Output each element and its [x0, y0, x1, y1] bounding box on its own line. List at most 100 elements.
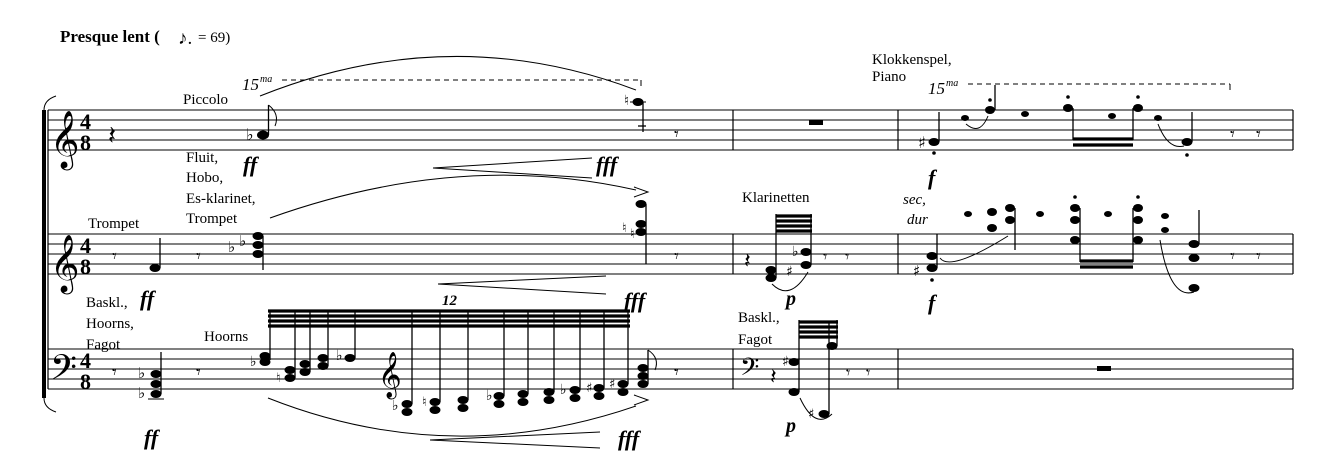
svg-text:♮: ♮: [422, 395, 427, 410]
note-group: [961, 85, 1193, 157]
label-fluit: Fluit,: [186, 150, 218, 166]
whole-rest: [809, 120, 823, 125]
crescendo-hairpin: [429, 431, 601, 449]
svg-text:4: 4: [80, 109, 91, 134]
dynamic-fff: fff: [624, 288, 648, 313]
eighth-rest-icon: 𝄾: [846, 363, 850, 382]
svg-text:♭: ♭: [560, 382, 567, 398]
dynamic-p: p: [784, 288, 796, 310]
slur: [259, 56, 637, 97]
chord: ♮ ♮: [622, 186, 650, 264]
dynamic-ff: ff: [140, 286, 157, 311]
svg-text:♭: ♭: [792, 244, 799, 260]
label-sec: sec,: [903, 192, 926, 208]
svg-text:8: 8: [80, 254, 91, 279]
staff-3: [48, 348, 1293, 390]
svg-text:♭: ♭: [138, 364, 145, 382]
label-fagot-2: Fagot: [738, 332, 773, 348]
octave-suffix: ma: [260, 74, 272, 85]
note-flag: [268, 104, 277, 127]
eighth-rest-icon: 𝄾: [674, 362, 679, 383]
note-head: [149, 264, 161, 272]
svg-text:♭: ♭: [392, 398, 399, 414]
eighth-rest-icon: 𝄾: [1230, 124, 1235, 145]
bass-clef-icon: 𝄢: [50, 347, 77, 396]
label-trompet-solo: Trompet: [88, 216, 140, 232]
label-esklarinet: Es-klarinet,: [186, 191, 256, 207]
svg-text:♭: ♭: [239, 232, 246, 250]
note-head: [257, 130, 269, 140]
eighth-rest-icon: 𝄾: [674, 124, 679, 145]
crescendo-hairpin: [432, 157, 593, 179]
time-signature-1: 4 8: [80, 109, 91, 155]
dynamic-ff: ff: [243, 152, 260, 177]
svg-text:♯: ♯: [913, 262, 920, 280]
label-klarinetten: Klarinetten: [742, 190, 810, 206]
svg-text:♯: ♯: [609, 377, 615, 392]
note-group: ♯: [913, 195, 1200, 294]
svg-text:♭: ♭: [250, 354, 257, 370]
eighth-rest-icon: 𝄾: [1256, 246, 1261, 267]
label-hoorns-2: Hoorns: [204, 329, 248, 345]
label-piccolo: Piccolo: [183, 92, 228, 108]
eighth-rest-icon: 𝄾: [196, 362, 201, 383]
tempo-text: Presque lent (: [60, 27, 160, 46]
flat-icon: ♭: [246, 125, 254, 144]
svg-text:♯: ♯: [786, 264, 793, 280]
time-signature-2: 4 8: [80, 233, 91, 279]
dynamic-p: p: [784, 415, 796, 437]
eighth-rest-icon: 𝄾: [1256, 124, 1261, 145]
dynamic-ff: ff: [144, 425, 161, 450]
note-group: ♯ ♭: [765, 214, 812, 292]
tuplet-number: 12: [442, 293, 458, 309]
natural-icon: ♮: [624, 93, 629, 109]
treble-clef-icon: 𝄞: [50, 110, 80, 171]
octave-label: 15: [928, 79, 945, 98]
note-group: ♯ ♯: [782, 320, 838, 422]
label-fagot: Fagot: [86, 337, 121, 353]
svg-text:♮: ♮: [622, 221, 627, 236]
label-hoorns: Hoorns,: [86, 316, 134, 332]
quarter-rest-icon: 𝄽: [744, 249, 751, 274]
chord: ♭ ♭: [138, 352, 164, 402]
svg-text:♯: ♯: [782, 354, 789, 370]
svg-text:♭: ♭: [336, 348, 343, 364]
label-dur: dur: [907, 212, 928, 228]
dynamic-fff: fff: [596, 152, 620, 177]
tuplet-notes: [259, 311, 629, 416]
svg-text:8: 8: [80, 369, 91, 394]
svg-text:8: 8: [80, 130, 91, 155]
slur: [269, 174, 637, 219]
svg-text:♮: ♮: [630, 227, 635, 242]
chord: [633, 349, 657, 406]
dynamic-f: f: [928, 165, 938, 190]
time-signature-3: 4 8: [80, 348, 91, 394]
svg-text:♭: ♭: [138, 384, 145, 402]
eighth-rest-icon: 𝄾: [845, 247, 849, 266]
eighth-rest-icon: 𝄾: [674, 246, 679, 267]
tempo-value: = 69): [198, 30, 230, 46]
svg-text:♭: ♭: [228, 238, 235, 256]
eighth-rest-icon: 𝄾: [112, 246, 117, 267]
staccato-dot: [932, 151, 936, 155]
eighth-rest-icon: 𝄾: [112, 362, 117, 383]
label-piano: Piano: [872, 69, 906, 85]
octave-suffix: ma: [946, 78, 958, 89]
staff-1: [48, 109, 1293, 151]
svg-text:4: 4: [80, 233, 91, 258]
barlines: [47, 110, 1294, 389]
treble-clef-icon: 𝄞: [50, 234, 80, 295]
label-hobo: Hobo,: [186, 170, 223, 186]
eighth-rest-icon: 𝄾: [196, 246, 201, 267]
svg-text:♯: ♯: [586, 381, 592, 396]
whole-rest: [1097, 366, 1111, 371]
svg-text:♭: ♭: [486, 388, 493, 404]
octave-label: 15: [242, 75, 259, 94]
label-klokkenspel: Klokkenspel,: [872, 52, 952, 68]
label-baskl-2: Baskl.,: [738, 310, 780, 326]
eighth-rest-icon: 𝄾: [1230, 246, 1235, 267]
crescendo-hairpin: [437, 275, 607, 295]
tuplet-beams: [268, 309, 630, 328]
